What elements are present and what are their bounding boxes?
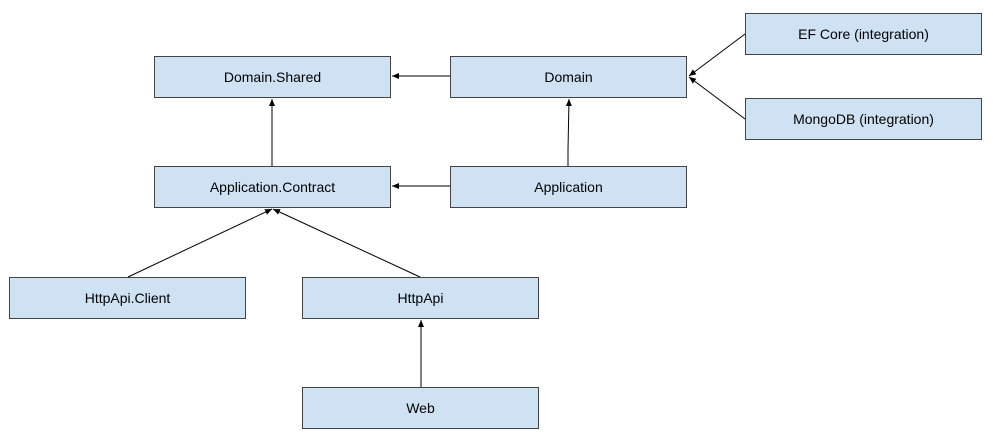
node-application-label: Application xyxy=(534,179,603,195)
edge-mongodb-to-domain xyxy=(688,76,746,120)
edge-httpapi-client-to-app-contract xyxy=(127,208,273,278)
node-web-label: Web xyxy=(406,400,435,416)
edge-httpapi-to-app-contract xyxy=(272,208,421,278)
node-application: Application xyxy=(450,166,687,208)
node-application-contract: Application.Contract xyxy=(154,166,391,208)
node-mongodb: MongoDB (integration) xyxy=(745,98,982,140)
node-httpapi-client-label: HttpApi.Client xyxy=(84,290,171,306)
node-ef-core-label: EF Core (integration) xyxy=(798,26,929,42)
node-mongodb-label: MongoDB (integration) xyxy=(793,111,934,127)
node-httpapi: HttpApi xyxy=(302,277,539,319)
node-domain-shared-label: Domain.Shared xyxy=(223,69,322,85)
node-web: Web xyxy=(302,387,539,429)
node-application-contract-label: Application.Contract xyxy=(209,179,336,195)
node-domain: Domain xyxy=(450,56,687,98)
edge-application-to-domain xyxy=(565,98,572,166)
node-domain-label: Domain xyxy=(544,69,593,85)
node-httpapi-label: HttpApi xyxy=(397,290,444,306)
node-domain-shared: Domain.Shared xyxy=(154,56,391,98)
node-ef-core: EF Core (integration) xyxy=(745,13,982,55)
node-httpapi-client: HttpApi.Client xyxy=(9,277,246,319)
edge-ef-core-to-domain xyxy=(688,33,746,77)
